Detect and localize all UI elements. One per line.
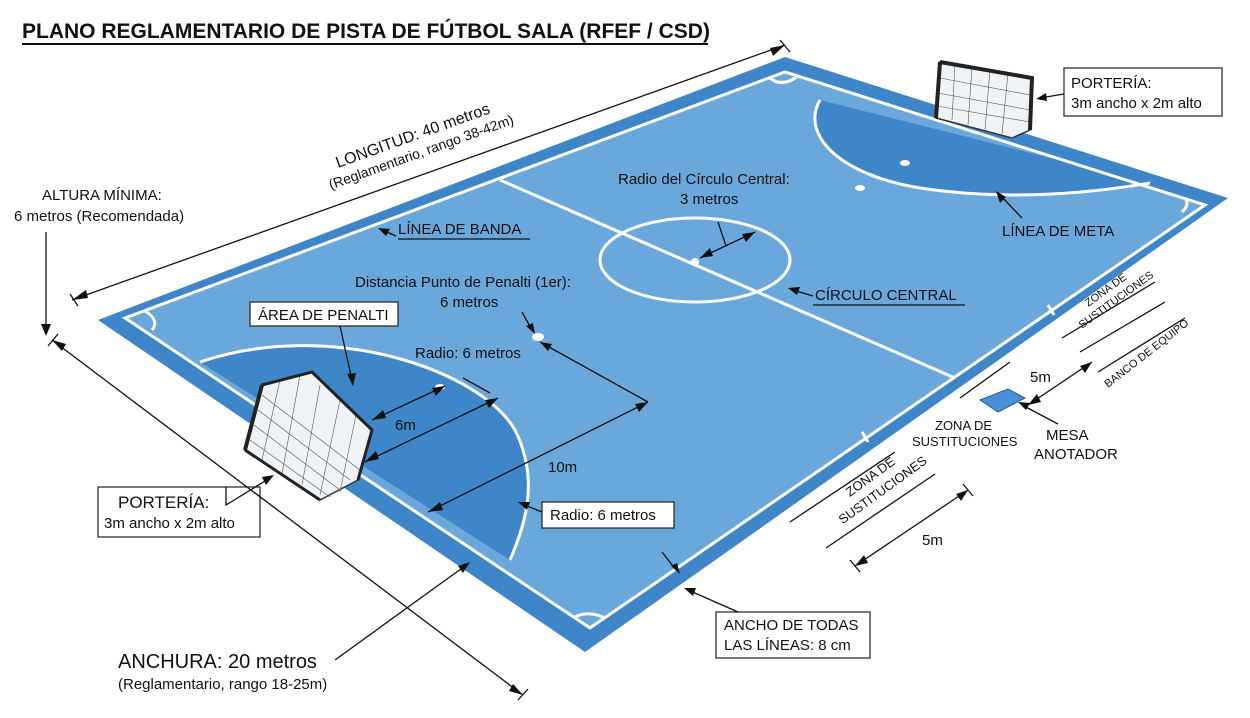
goal-left-pointer	[225, 477, 271, 507]
mid-sub-zone-label: ZONA DE	[935, 418, 992, 433]
goal-line-label: LÍNEA DE META	[1002, 223, 1114, 240]
low-sub-zone-line	[789, 451, 896, 523]
scorer-table-label: MESA	[1046, 427, 1089, 444]
boundary-lines	[121, 70, 1209, 630]
center-radius-tick	[717, 221, 727, 247]
five-meter-label-right: 5m	[1030, 369, 1051, 386]
penalty-area-label: ÁREA DE PENALTI	[258, 307, 389, 324]
ten-meter-label: 10m	[548, 459, 577, 476]
ten-meter-guide	[539, 341, 649, 403]
penalty-area-callout	[249, 301, 399, 327]
line-width-value: LAS LÍNEAS: 8 cm	[724, 637, 851, 654]
goal-left	[243, 370, 374, 502]
scorer-table-sublabel: ANOTADOR	[1034, 446, 1118, 463]
team-bench-line	[1097, 317, 1186, 373]
penalty-radius-callout	[541, 501, 675, 529]
substitution-mark	[860, 431, 870, 443]
penalty-arc-right	[813, 99, 1151, 197]
center-radius-label: Radio del Círculo Central:	[618, 171, 790, 188]
goal-right-callout	[1063, 67, 1223, 117]
center-circle-label: CÍRCULO CENTRAL	[815, 287, 957, 304]
center-radius-value: 3 metros	[680, 191, 738, 208]
bench-zone-line	[1079, 301, 1166, 353]
width-pointer	[334, 565, 466, 661]
second-penalty-spot-left	[532, 333, 544, 341]
five-meter-dimension-bottom	[854, 489, 969, 567]
corner-arc	[1180, 197, 1189, 214]
halfway-line	[499, 178, 956, 380]
height-label: ALTURA MÍNIMA:	[42, 187, 162, 204]
width-sublabel: (Reglamentario, rango 18-25m)	[118, 676, 327, 693]
scorer-table	[978, 388, 1027, 413]
corner-arc	[144, 309, 157, 331]
mid-sub-zone-line	[959, 361, 1011, 399]
penalty-area-pointer	[339, 325, 353, 381]
line-width-callout	[715, 611, 871, 659]
bench-zone-line	[1061, 281, 1156, 339]
goal-right-label: PORTERÍA:	[1071, 75, 1152, 92]
penalty-radius-label: Radio: 6 metros	[550, 507, 656, 524]
court-surface	[125, 72, 1205, 628]
second-penalty-spot-right	[855, 185, 865, 191]
six-meter-label: 6m	[395, 417, 416, 434]
goal-right-dimensions: 3m ancho x 2m alto	[1071, 95, 1202, 112]
mid-sub-zone-sublabel: SUSTITUCIONES	[912, 434, 1018, 449]
center-circle	[598, 216, 792, 304]
penalty-area-right	[814, 100, 1150, 195]
goal-left-callout	[97, 486, 261, 538]
penalty-distance-value: 6 metros	[440, 294, 498, 311]
corner-arc	[574, 612, 606, 620]
goal-left-label: PORTERÍA:	[118, 493, 209, 512]
touchline-label: LÍNEA DE BANDA	[398, 221, 521, 238]
length-dimension	[69, 39, 791, 307]
width-tick	[517, 688, 529, 701]
ten-meter-dimension	[427, 401, 649, 513]
substitution-mark	[1046, 304, 1056, 316]
goal-right	[934, 60, 1035, 139]
goal-left-dimensions: 3m ancho x 2m alto	[104, 515, 235, 532]
five-meter-label-bottom: 5m	[922, 532, 943, 549]
six-meter-dimension	[364, 397, 499, 463]
height-sublabel: 6 metros (Recomendada)	[14, 208, 184, 225]
width-label: ANCHURA: 20 metros	[118, 651, 317, 673]
penalty-distance-label: Distancia Punto de Penalti (1er):	[355, 274, 571, 291]
line-width-pointer	[687, 589, 739, 613]
low-sub-zone-line	[825, 473, 936, 549]
page-title: PLANO REGLAMENTARIO DE PISTA DE FÚTBOL S…	[22, 19, 710, 43]
corner-arc	[769, 74, 799, 84]
penalty-spot-right	[900, 160, 910, 166]
center-spot	[691, 258, 699, 266]
arc-radius-label: Radio: 6 metros	[415, 345, 521, 362]
arc-radius-leader	[462, 377, 491, 394]
width-tick	[47, 333, 59, 347]
width-dimension	[51, 339, 524, 696]
scorer-table-pointer	[1021, 404, 1059, 425]
team-bench-label: BANCO DE EQUIPO	[1102, 317, 1191, 390]
line-width-label: ANCHO DE TODAS	[724, 617, 858, 634]
